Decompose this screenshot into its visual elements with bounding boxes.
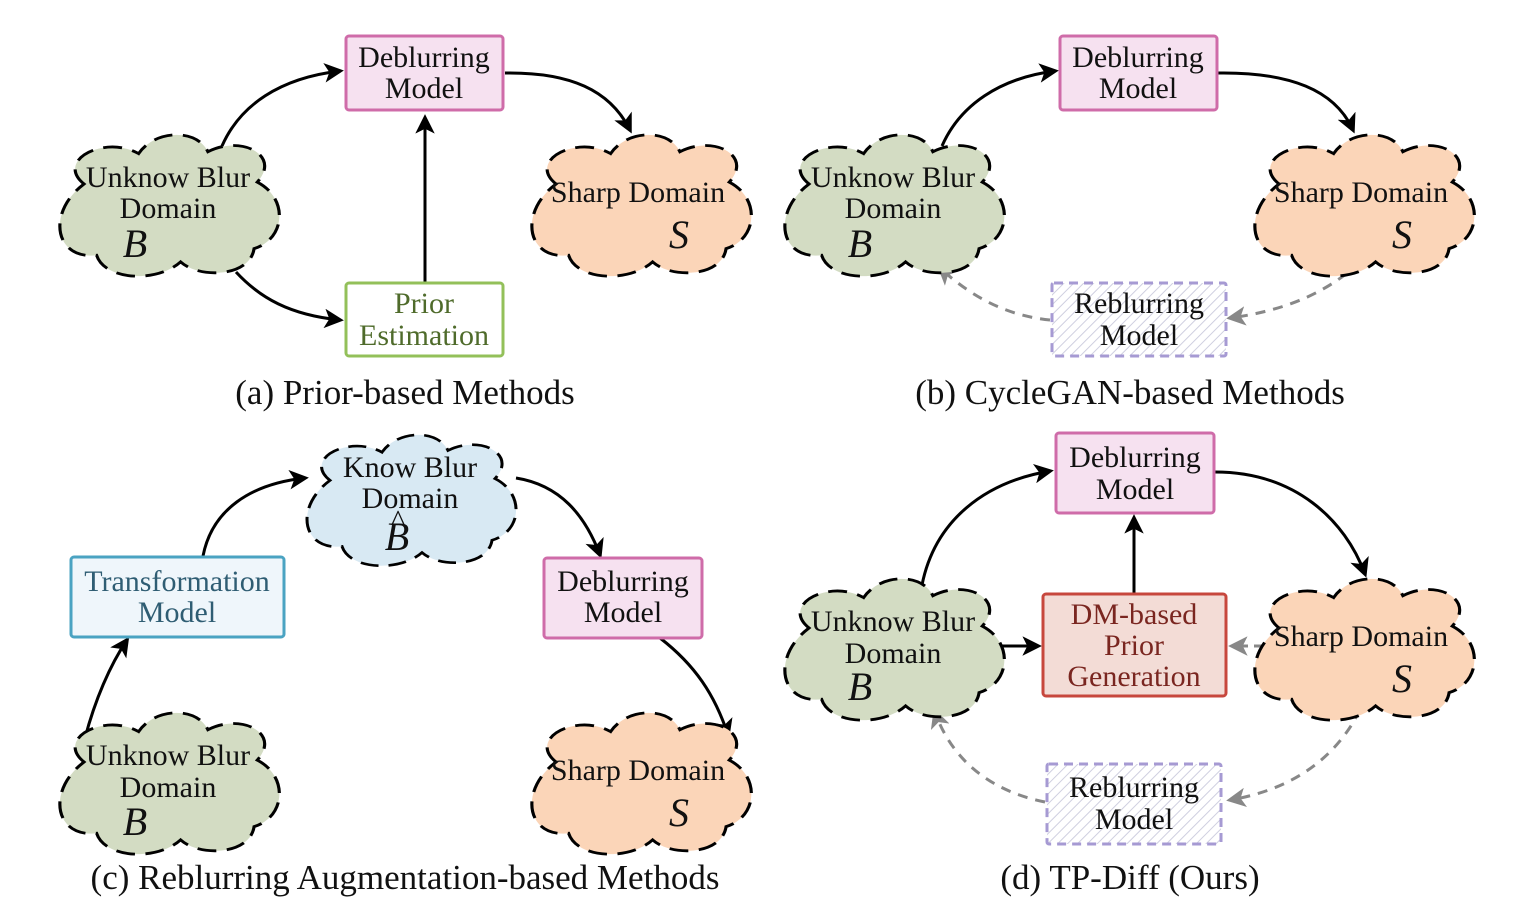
sharp-domain-symbol: S — [1392, 656, 1412, 701]
prior-estimation-label-1: Prior — [394, 287, 454, 320]
blur-domain-symbol: B — [848, 221, 872, 266]
known-domain-hat: ^ — [391, 504, 405, 537]
sharp-domain-symbol: S — [669, 790, 689, 835]
dm-prior-label-2: Prior — [1104, 629, 1164, 662]
blur-domain-symbol: B — [123, 221, 147, 266]
arrow-sharp-to-reblur-d — [1226, 709, 1362, 808]
arrow-transform-to-known-c — [201, 470, 309, 557]
reblurring-model-box: Reblurring Model — [1050, 281, 1228, 358]
arrow-deblur-to-sharp-a — [504, 71, 632, 134]
arrow-blur-to-transform-c — [83, 636, 130, 739]
deblurring-model-label-2: Model — [1099, 72, 1177, 105]
blur-domain-label-1: Unknow Blur — [86, 739, 250, 772]
arrow-known-to-deblur-c — [515, 476, 604, 559]
deblurring-model-label-2: Model — [385, 72, 463, 105]
prior-estimation-label-2: Estimation — [359, 319, 489, 352]
arrow-blur-to-prior-a — [234, 270, 344, 329]
arrow-deblur-to-sharp-c — [659, 636, 733, 739]
transformation-model-label-1: Transformation — [84, 565, 270, 598]
panel-d: Deblurring Model DM-based Prior Generati… — [783, 431, 1476, 897]
deblurring-model-box: Deblurring Model — [542, 556, 704, 640]
deblurring-model-label-2: Model — [584, 596, 662, 629]
known-domain-symbol: B — [385, 514, 409, 559]
deblurring-model-label-2: Model — [1096, 473, 1174, 506]
arrow-reblur-to-blur-b — [937, 265, 1051, 322]
blur-domain-label-2: Domain — [120, 192, 217, 225]
reblurring-model-label-2: Model — [1100, 319, 1178, 352]
reblurring-model-label-2: Model — [1095, 803, 1173, 836]
caption-d: (d) TP-Diff (Ours) — [1000, 858, 1259, 897]
blur-domain-label-1: Unknow Blur — [86, 161, 250, 194]
dm-prior-label-3: Generation — [1067, 660, 1200, 693]
blur-domain-label-1: Unknow Blur — [811, 605, 975, 638]
blur-domain-label-2: Domain — [845, 192, 942, 225]
deblurring-model-label-1: Deblurring — [358, 41, 490, 74]
reblurring-model-label-1: Reblurring — [1069, 771, 1199, 804]
known-domain-label-2: Domain — [362, 482, 459, 515]
sharp-domain-label: Sharp Domain — [551, 754, 725, 787]
arrow-reblur-to-blur-d — [930, 708, 1046, 804]
arrow-blur-to-deblur-a — [220, 63, 344, 147]
deblurring-model-label-1: Deblurring — [1072, 41, 1204, 74]
blur-domain-label-1: Unknow Blur — [811, 161, 975, 194]
deblurring-model-box: Deblurring Model — [1054, 431, 1216, 515]
panel-c: Know Blur Domain B ^ Transformation Mode… — [58, 433, 753, 897]
transformation-model-box: Transformation Model — [69, 555, 286, 639]
blur-domain-label-2: Domain — [120, 771, 217, 804]
arrow-blur-to-deblur-b — [940, 63, 1059, 147]
reblurring-model-box: Reblurring Model — [1045, 762, 1223, 846]
arrow-blur-to-deblur-d — [920, 463, 1054, 586]
caption-b: (b) CycleGAN-based Methods — [915, 373, 1345, 412]
panel-a: Unknow Blur Domain B Sharp Domain S Debl… — [58, 34, 753, 412]
sharp-domain-label: Sharp Domain — [1274, 176, 1448, 209]
prior-estimation-box: Prior Estimation — [344, 281, 505, 358]
transformation-model-label-2: Model — [138, 596, 216, 629]
blur-domain-symbol: B — [123, 799, 147, 844]
arrow-deblur-to-sharp-b — [1217, 71, 1356, 134]
sharp-domain-symbol: S — [1392, 212, 1412, 257]
panel-b: Unknow Blur Domain B Sharp Domain S Debl… — [783, 34, 1476, 412]
caption-a: (a) Prior-based Methods — [235, 373, 575, 412]
sharp-domain-label: Sharp Domain — [1274, 620, 1448, 653]
deblurring-model-box: Deblurring Model — [344, 34, 505, 112]
sharp-domain-label: Sharp Domain — [551, 176, 725, 209]
dm-prior-label-1: DM-based — [1071, 598, 1198, 631]
arrow-deblur-to-sharp-d — [1214, 470, 1369, 578]
dm-prior-generation-box: DM-based Prior Generation — [1041, 592, 1228, 698]
caption-c: (c) Reblurring Augmentation-based Method… — [91, 858, 720, 897]
reblurring-model-label-1: Reblurring — [1074, 287, 1204, 320]
blur-domain-symbol: B — [848, 664, 872, 709]
deblurring-model-label-1: Deblurring — [557, 565, 689, 598]
deblurring-model-label-1: Deblurring — [1069, 441, 1201, 474]
blur-domain-label-2: Domain — [845, 637, 942, 670]
known-domain-label-1: Know Blur — [343, 451, 477, 484]
sharp-domain-symbol: S — [669, 212, 689, 257]
deblurring-model-box: Deblurring Model — [1058, 34, 1219, 112]
